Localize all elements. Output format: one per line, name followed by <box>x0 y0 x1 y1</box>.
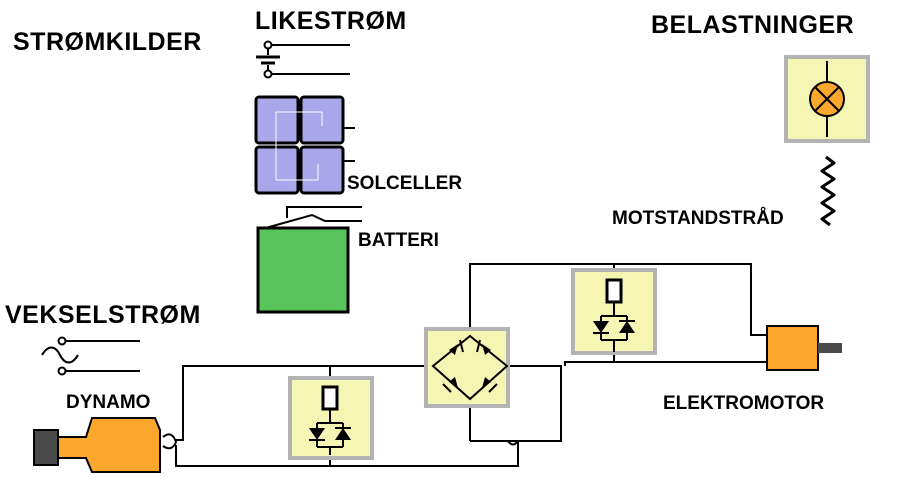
dynamo <box>33 417 161 473</box>
battery <box>256 206 362 314</box>
solar-cell-array <box>254 95 355 195</box>
label-battery: BATTERI <box>358 230 439 251</box>
resistor-diode-icon <box>288 376 374 460</box>
resistance-wire-icon <box>820 155 836 227</box>
dc-symbol-icon <box>256 40 350 79</box>
diode-bridge-icon <box>424 327 510 408</box>
label-motor: ELEKTROMOTOR <box>663 393 825 414</box>
heading-sources: STRØMKILDER <box>13 28 202 56</box>
heading-loads: BELASTNINGER <box>651 11 855 39</box>
heading-ac: VEKSELSTRØM <box>5 301 201 329</box>
label-solar: SOLCELLER <box>347 173 463 194</box>
resistor-diode-icon <box>571 268 657 355</box>
ac-symbol-icon <box>41 336 140 376</box>
label-resistor-wire: MOTSTANDSTRÅD <box>612 208 784 229</box>
label-dynamo: DYNAMO <box>66 392 151 413</box>
electric-motor <box>766 325 842 371</box>
heading-dc: LIKESTRØM <box>255 7 407 35</box>
lamp-load <box>784 55 870 143</box>
